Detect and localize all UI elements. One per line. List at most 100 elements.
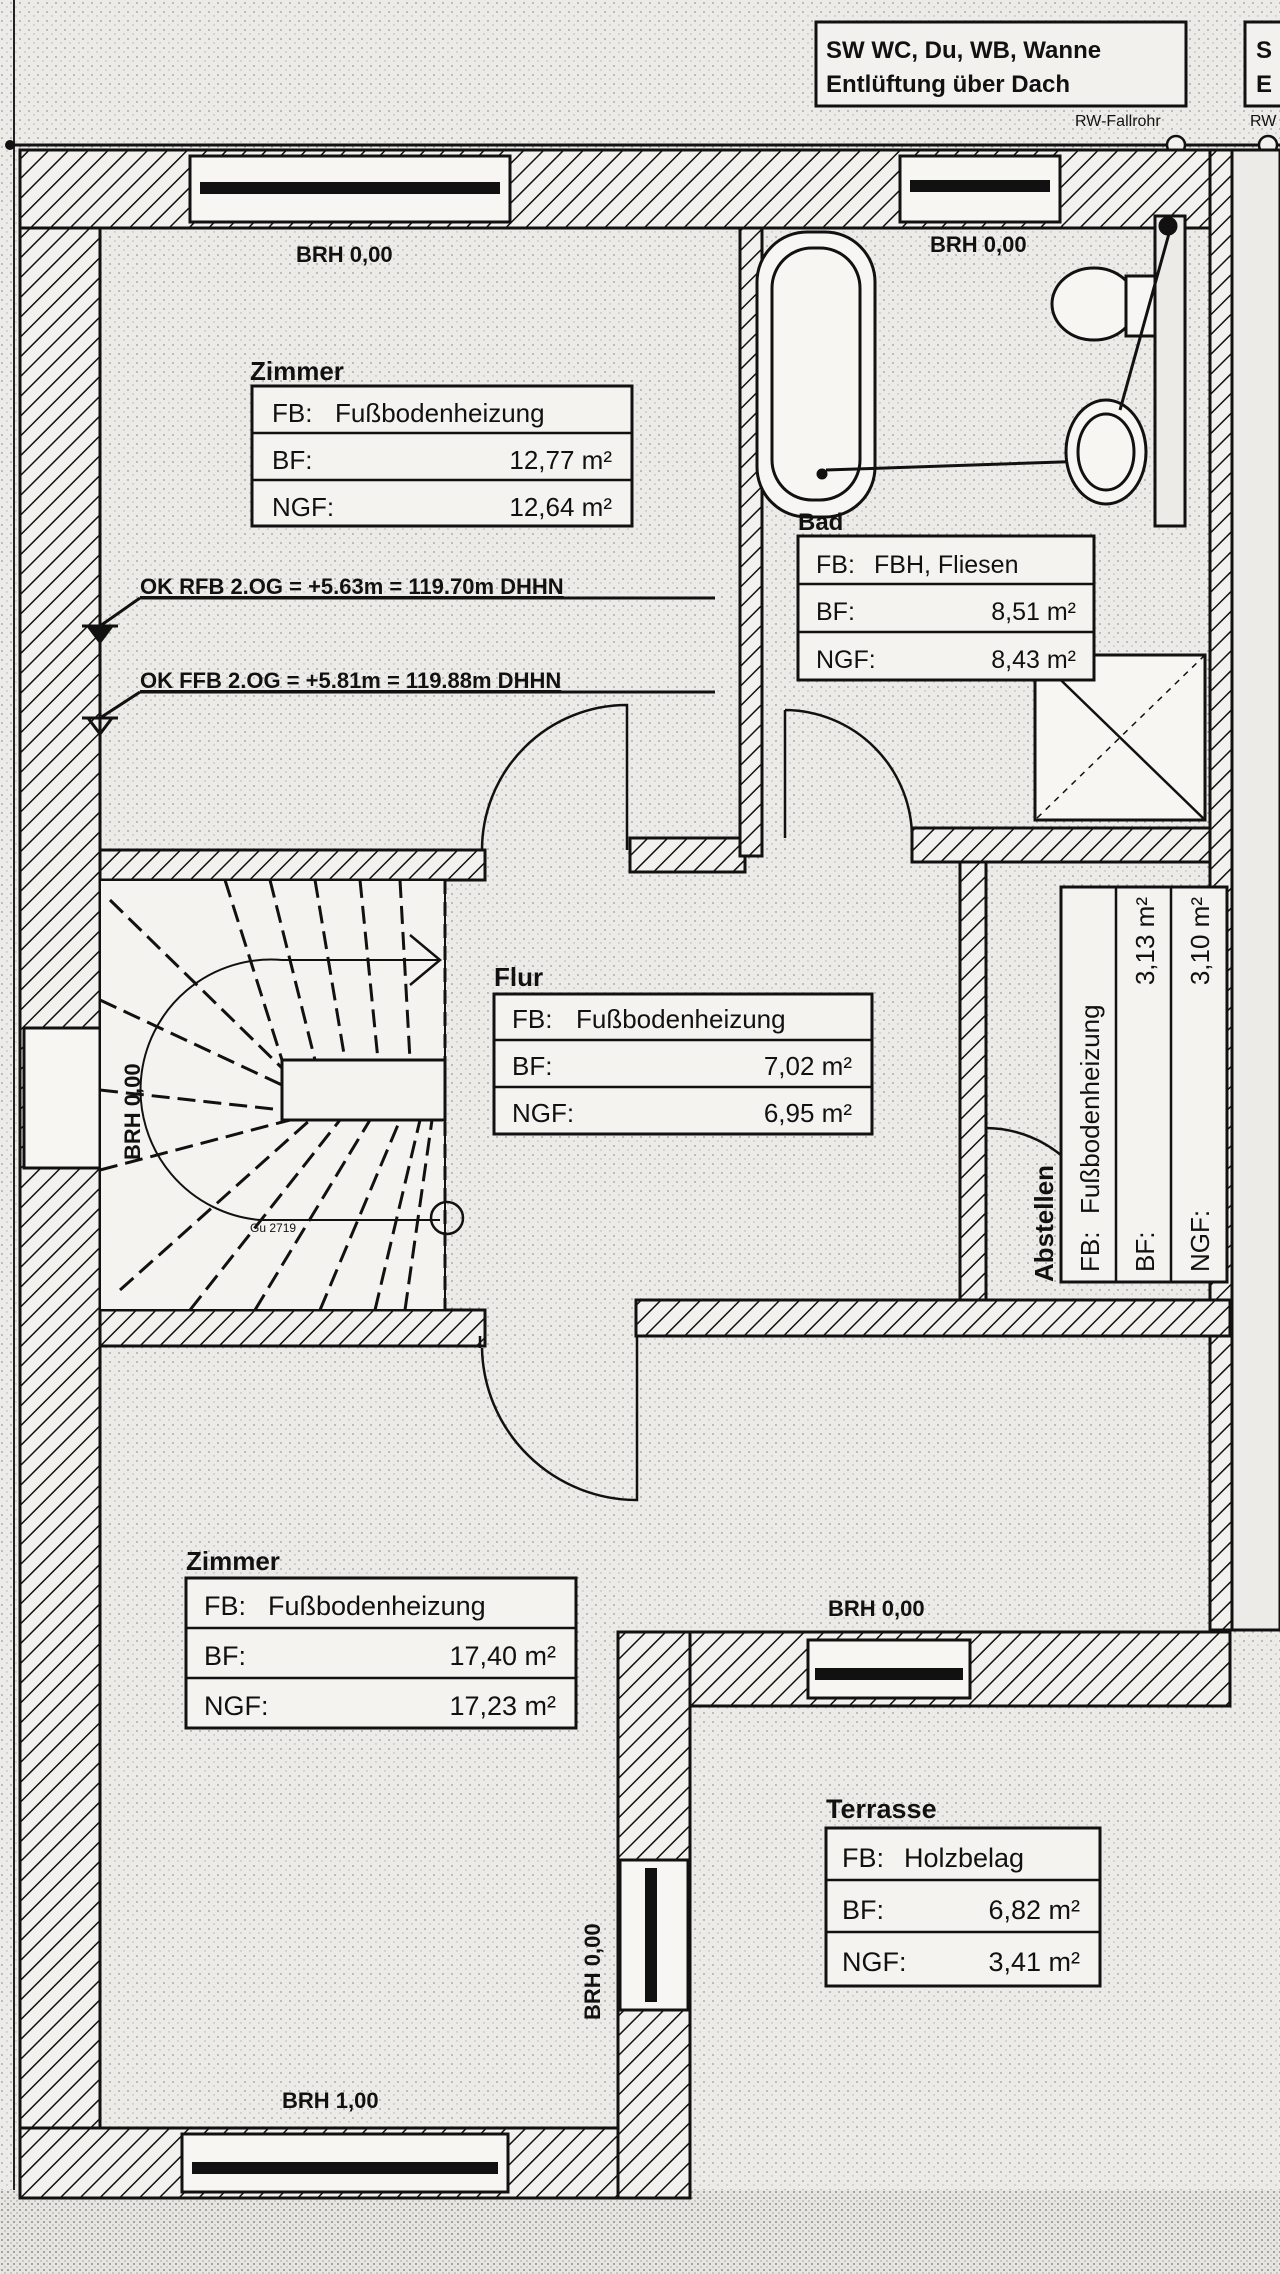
- downpipe-label: RW-Fallrohr: [1075, 113, 1161, 130]
- room-table-flur: [492, 992, 874, 1136]
- wc-tank: [1124, 274, 1158, 338]
- ngf-value: 6,95 m²: [764, 1098, 852, 1128]
- wall-storage-west: [958, 860, 988, 1304]
- bf-value: 17,40 m²: [449, 1641, 556, 1671]
- brh-bath: BRH 0,00: [930, 232, 1027, 257]
- fb-value: Fußbodenheizung: [335, 398, 545, 428]
- bf-label: BF:: [816, 598, 855, 626]
- windows: [22, 154, 1062, 2194]
- room-table-abstellen: [1059, 885, 1229, 1284]
- neighbour-note-char2: E: [1256, 71, 1272, 98]
- room-stamp-flur: Flur FB: Fußbodenheizung BF: 7,02 m² NGF…: [492, 962, 874, 1136]
- level-ffb-leader: [99, 690, 141, 720]
- fb-value: Fußbodenheizung: [1075, 1004, 1105, 1214]
- stair-tread-14: [373, 1119, 422, 1311]
- ventilation-note-box: [814, 20, 1188, 108]
- ventilation-note: SW WC, Du, WB, Wanne Entlüftung über Dac…: [814, 20, 1188, 108]
- ngf-label: NGF:: [204, 1691, 269, 1721]
- ngf-value: 3,10 m²: [1185, 897, 1215, 985]
- ngf-value: 3,41 m²: [988, 1947, 1080, 1977]
- level-rfb-label: OK RFB 2.OG = +5.63m = 119.70m DHHN: [140, 574, 564, 599]
- fb-label: FB:: [816, 551, 855, 579]
- brh-terrace-top: BRH 0,00: [828, 1596, 925, 1621]
- fb-value: Fußbodenheizung: [268, 1591, 486, 1621]
- level-rfb-leader: [99, 596, 141, 628]
- fb-label: FB:: [512, 1004, 552, 1034]
- stair-tread-8: [99, 1088, 283, 1112]
- downpipe-label-neighbour: RW: [1250, 113, 1277, 130]
- fb-label: FB:: [1075, 1232, 1105, 1272]
- room-stamp-abstellen: Abstellen FB: Fußbodenheizung BF: 3,13 m…: [1029, 885, 1229, 1284]
- stair-tread-1: [223, 879, 284, 1061]
- stair-tread-11: [188, 1119, 342, 1311]
- window-terrace-top-glass: [815, 1668, 963, 1680]
- stair-tread-3: [313, 879, 347, 1061]
- bf-value: 3,13 m²: [1130, 897, 1160, 985]
- ngf-label: NGF:: [816, 646, 876, 674]
- stair-tread-5: [398, 879, 412, 1061]
- ngf-label: NGF:: [842, 1947, 907, 1977]
- window-stair: [22, 1026, 102, 1170]
- paper-edge: [0, 2190, 1280, 2274]
- brh-room-top: BRH 0,00: [296, 242, 393, 267]
- stair-note: Gu 2719: [250, 1221, 296, 1235]
- wc-bowl: [1050, 266, 1138, 342]
- neighbour-note-char1: S: [1256, 37, 1272, 64]
- level-markers: [82, 596, 715, 737]
- bf-value: 12,77 m²: [509, 445, 612, 475]
- fb-label: FB:: [842, 1843, 884, 1873]
- stair-tread-13: [318, 1119, 402, 1311]
- bf-label: BF:: [272, 445, 312, 475]
- fb-value: Fußbodenheizung: [576, 1004, 786, 1034]
- fb-label: FB:: [204, 1591, 246, 1621]
- stair-tread-4: [358, 879, 380, 1061]
- bf-label: BF:: [842, 1895, 884, 1925]
- door-room-bottom: [478, 1336, 639, 1502]
- brh-room-bottom: BRH 1,00: [282, 2088, 379, 2113]
- brh-stair: BRH 0,00: [120, 1063, 145, 1160]
- level-ffb-label: OK FFB 2.OG = +5.81m = 119.88m DHHN: [140, 668, 561, 693]
- shower-diagonal-2: [1034, 654, 1206, 821]
- neighbour-note-box: [1243, 20, 1280, 108]
- grid-point: [5, 140, 15, 150]
- ventilation-note-line1: SW WC, Du, WB, Wanne: [826, 37, 1101, 64]
- window-bath-glass: [910, 180, 1050, 192]
- ngf-value: 12,64 m²: [509, 492, 612, 522]
- ngf-value: 8,43 m²: [991, 646, 1076, 674]
- brh-terrace-side: BRH 0,00: [580, 1923, 605, 2020]
- room-table-zimmer-bottom: [184, 1576, 578, 1730]
- ngf-label: NGF:: [1185, 1210, 1215, 1272]
- bf-value: 7,02 m²: [764, 1051, 852, 1081]
- room-stamp-terrasse: Terrasse FB: Holzbelag BF: 6,82 m² NGF: …: [824, 1794, 1102, 1988]
- wall-east-neighbour: [1230, 148, 1280, 1632]
- ngf-value: 17,23 m²: [449, 1691, 556, 1721]
- room-name-flur: Flur: [494, 962, 543, 992]
- stair-tread-7: [99, 998, 283, 1087]
- wash-basin-inner: [1076, 412, 1136, 492]
- stair-start-circle: [429, 1200, 465, 1236]
- fb-value: FBH, Fliesen: [874, 551, 1018, 579]
- door-bath: [783, 708, 914, 839]
- bf-label: BF:: [512, 1051, 552, 1081]
- room-name-zimmer-bottom: Zimmer: [186, 1546, 280, 1576]
- bathtub-drain: [816, 468, 828, 480]
- room-stamp-zimmer-top: Zimmer FB: Fußbodenheizung BF: 12,77 m² …: [250, 356, 634, 528]
- bath-fixtures: [755, 214, 1207, 822]
- room-name-terrasse: Terrasse: [826, 1794, 937, 1824]
- shower-diagonal-1: [1034, 654, 1206, 821]
- window-room-top-glass: [200, 182, 500, 194]
- ngf-label: NGF:: [272, 492, 334, 522]
- wall-corridor-north-b: [910, 826, 1212, 864]
- bf-value: 6,82 m²: [988, 1895, 1080, 1925]
- window-terrace-side-glass: [645, 1868, 657, 2002]
- stair-tread-12: [253, 1119, 372, 1311]
- ventilation-note-line2: Entlüftung über Dach: [826, 71, 1070, 98]
- room-name-zimmer-top: Zimmer: [250, 356, 344, 386]
- wall-stair-south: [98, 1308, 487, 1348]
- wall-stair-north: [98, 848, 487, 882]
- bf-value: 8,51 m²: [991, 598, 1076, 626]
- ngf-label: NGF:: [512, 1098, 574, 1128]
- stair-eye: [280, 1058, 447, 1122]
- stair-walkline: [139, 958, 440, 1221]
- room-stamp-bad: Bad FB: FBH, Fliesen BF: 8,51 m² NGF: 8,…: [796, 509, 1096, 682]
